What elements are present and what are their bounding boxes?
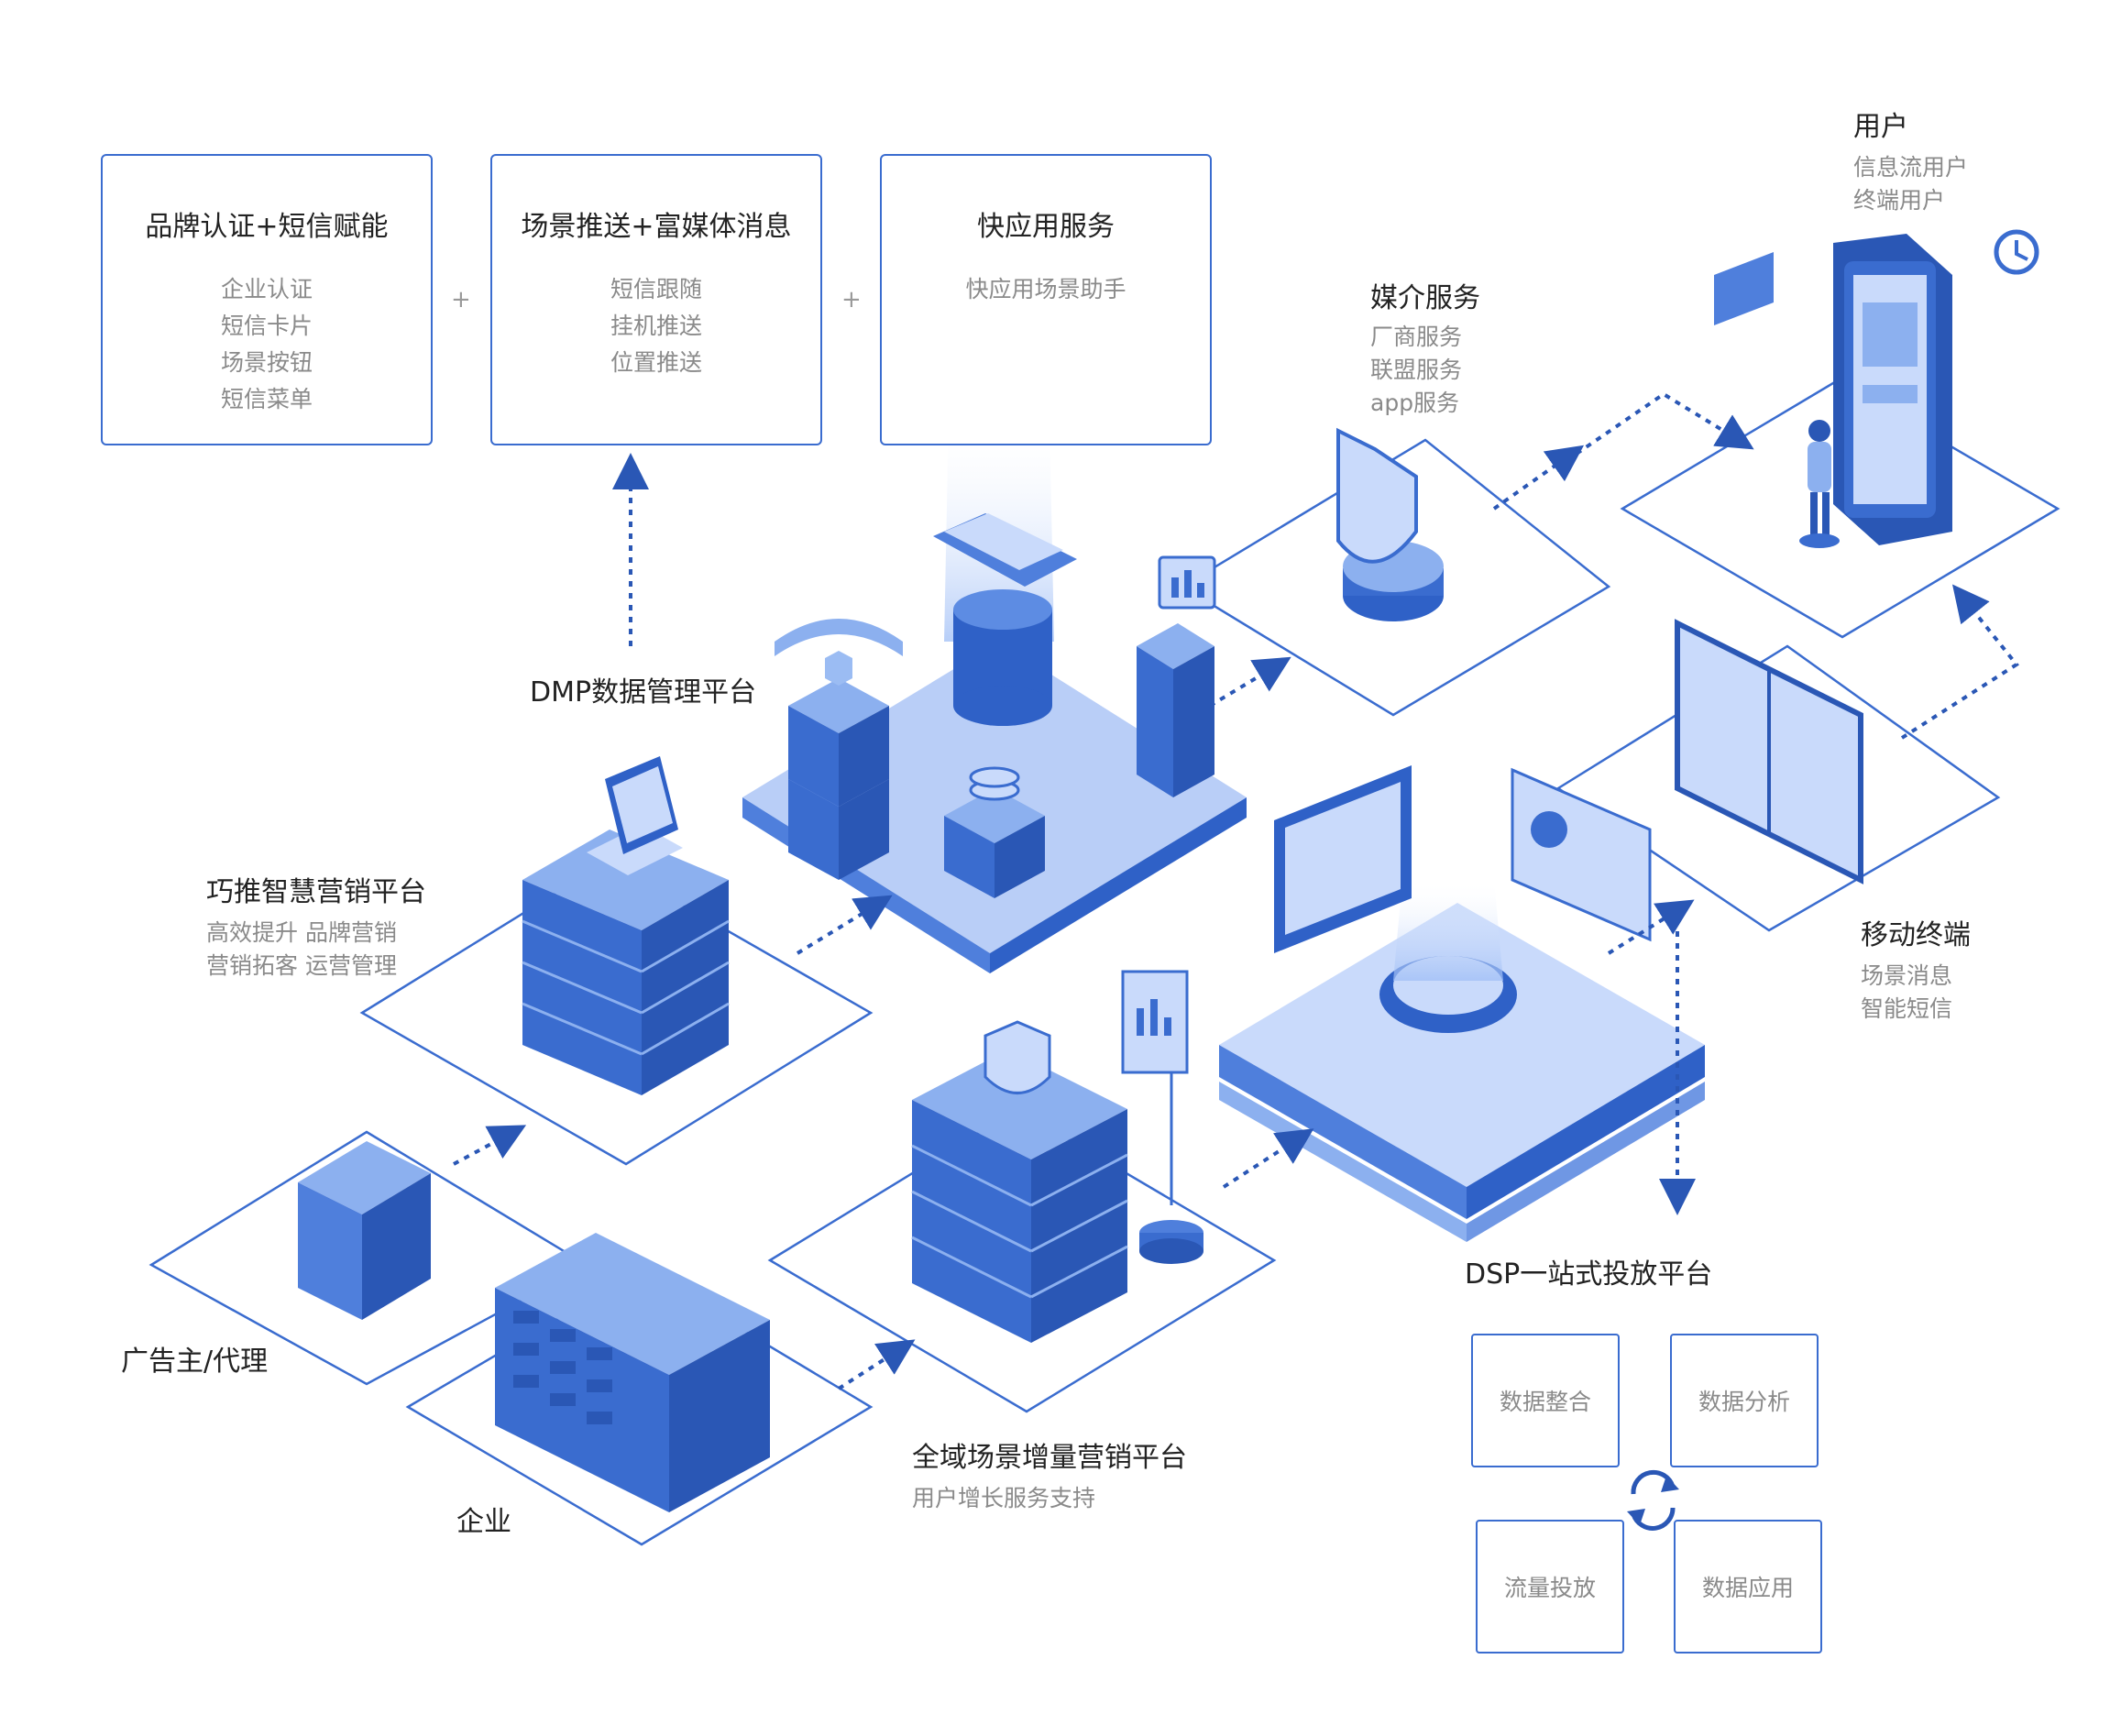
- media-label: 媒介服务: [1370, 282, 1480, 314]
- dsp-platform: [1219, 880, 1705, 1242]
- plus-sign: +: [451, 286, 471, 313]
- feature-item: 快应用场景助手: [965, 276, 1126, 302]
- plus-sign: +: [841, 286, 862, 313]
- feature-box-title: 品牌认证+短信赋能: [145, 211, 389, 243]
- feature-box-title: 场景推送+富媒体消息: [521, 211, 792, 243]
- feature-item: 场景按钮: [220, 349, 313, 376]
- enterprise-label: 企业: [456, 1506, 511, 1538]
- mobile-items: 场景消息 智能短信: [1861, 960, 1952, 1026]
- shield-server-stack: [911, 1020, 1128, 1343]
- dsp-step-application: 数据应用: [1674, 1520, 1822, 1654]
- feature-item: 短信菜单: [220, 386, 313, 412]
- feature-box-quick-app: 快应用服务 快应用场景助手: [880, 154, 1212, 445]
- user-label: 用户: [1853, 111, 1908, 143]
- cycle-icon: [1627, 1469, 1679, 1531]
- chat-icon: [1714, 252, 1774, 325]
- feature-item: 短信跟随: [610, 276, 702, 302]
- laptop-icon: [587, 756, 683, 875]
- feature-box-title: 快应用服务: [977, 211, 1115, 243]
- card-icon: [933, 513, 1077, 587]
- feature-item: 挂机推送: [610, 313, 702, 339]
- building-icon: [1137, 555, 1216, 797]
- advertiser-building: [298, 1141, 431, 1320]
- media-item: app服务: [1370, 390, 1460, 416]
- quanyu-item: 用户增长服务支持: [912, 1485, 1096, 1511]
- advertiser-label: 广告主/代理: [121, 1346, 269, 1378]
- quanyu-label: 全域场景增量营销平台: [912, 1442, 1187, 1474]
- feature-item: 短信卡片: [220, 313, 313, 339]
- monitor-icon: [1274, 765, 1412, 953]
- coins-icon: [944, 766, 1045, 898]
- big-screen: [1675, 619, 1863, 884]
- stacked-blocks: [788, 651, 889, 880]
- feature-item: 位置推送: [610, 349, 702, 376]
- dmp-label: DMP数据管理平台: [530, 676, 757, 709]
- dsp-step-traffic: 流量投放: [1476, 1520, 1624, 1654]
- qiaotui-label: 巧推智慧营销平台: [206, 876, 426, 908]
- hologram-screen: [775, 619, 903, 656]
- qiaotui-item: 营销拓客 运营管理: [206, 952, 397, 979]
- clock-icon: [1994, 229, 2039, 275]
- qiaotui-items: 高效提升 品牌营销 营销拓客 运营管理: [206, 917, 397, 983]
- enterprise-building: [495, 1233, 770, 1512]
- platform-outline-user: [1620, 379, 2061, 639]
- person-icon: [1799, 420, 1840, 548]
- media-items: 厂商服务 联盟服务 app服务: [1370, 321, 1462, 420]
- pie-chart-panel: [1511, 767, 1652, 942]
- user-item: 终端用户: [1853, 187, 1946, 214]
- dsp-label: DSP一站式投放平台: [1465, 1258, 1713, 1291]
- chart-icon: [1121, 970, 1203, 1264]
- dsp-step-integration: 数据整合: [1471, 1334, 1620, 1467]
- mobile-item: 智能短信: [1861, 995, 1953, 1022]
- shield-icon: [1336, 427, 1444, 621]
- media-item: 联盟服务: [1370, 357, 1463, 383]
- media-item: 厂商服务: [1370, 324, 1463, 350]
- user-item: 信息流用户: [1853, 154, 1969, 181]
- database-icon: [953, 589, 1052, 726]
- feature-box-scene-push: 场景推送+富媒体消息 短信跟随 挂机推送 位置推送: [490, 154, 822, 445]
- user-items: 信息流用户 终端用户: [1853, 151, 1968, 217]
- qiaotui-item: 高效提升 品牌营销: [206, 919, 397, 946]
- feature-item: 企业认证: [220, 276, 313, 302]
- quanyu-items: 用户增长服务支持: [912, 1482, 1095, 1515]
- mobile-label: 移动终端: [1861, 919, 1971, 951]
- mobile-item: 场景消息: [1861, 962, 1953, 989]
- phone-icon: [1833, 234, 1952, 545]
- server-icon: [522, 830, 730, 1095]
- feature-box-brand: 品牌认证+短信赋能 企业认证 短信卡片 场景按钮 短信菜单: [101, 154, 433, 445]
- dsp-step-analysis: 数据分析: [1670, 1334, 1819, 1467]
